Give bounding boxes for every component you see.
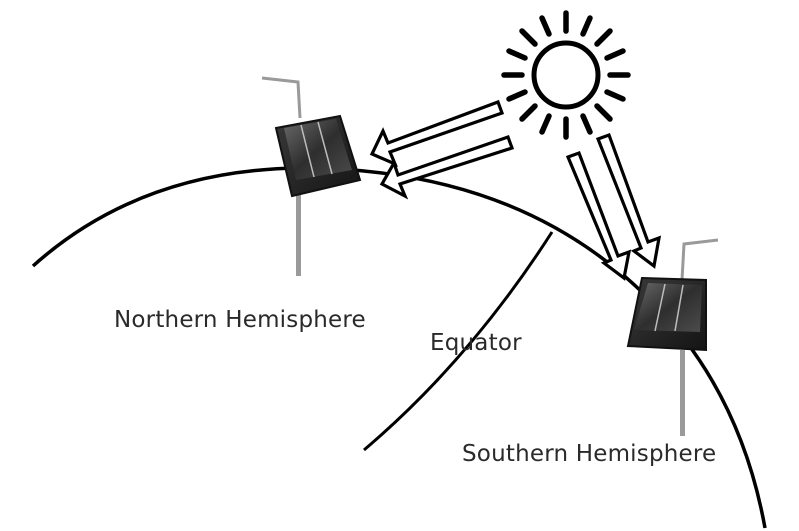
equator-line xyxy=(363,231,554,452)
sunray-arrow-south-right xyxy=(595,132,662,269)
sunray-arrows-north xyxy=(369,99,515,200)
sun-icon xyxy=(501,10,631,140)
antenna-south xyxy=(680,238,719,281)
northern-hemisphere-label: Northern Hemisphere xyxy=(114,307,366,333)
sunray-arrow-north-upper xyxy=(369,99,505,168)
sunray-arrows-south xyxy=(565,132,662,281)
stake-north xyxy=(296,190,301,276)
stake-south xyxy=(680,350,685,436)
sunray-arrow-south-left xyxy=(565,150,632,281)
southern-hemisphere-label: Southern Hemisphere xyxy=(462,441,717,467)
panel-south xyxy=(634,283,702,332)
sunray-arrow-north-lower xyxy=(379,134,515,200)
equator-label: Equator xyxy=(430,330,522,356)
earth-outline xyxy=(31,166,767,529)
solar-light-icon-north xyxy=(261,76,362,276)
antenna-north xyxy=(261,76,302,119)
panel-north xyxy=(284,119,352,180)
solar-light-icon-south xyxy=(626,238,719,436)
